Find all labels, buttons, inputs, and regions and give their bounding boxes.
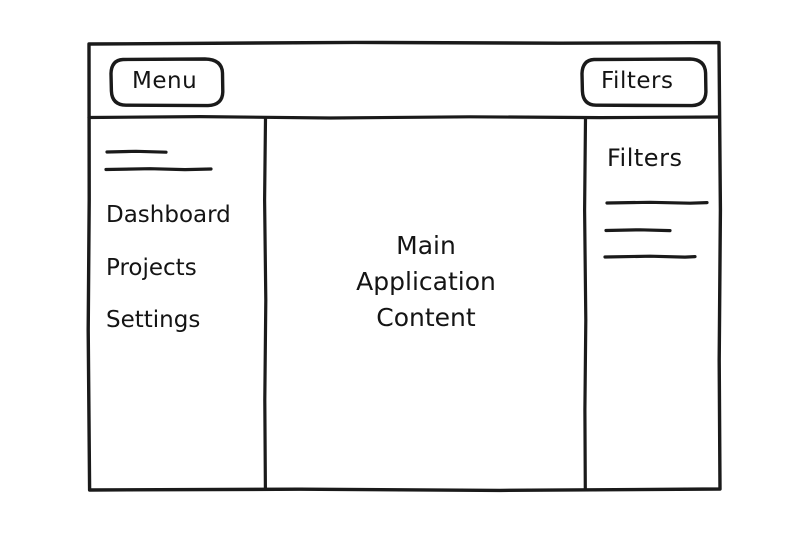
filter-rule-3	[603, 254, 697, 259]
main-content-line-1: Main	[396, 231, 456, 260]
window-frame-outline	[86, 40, 723, 493]
sidebar-item-projects[interactable]: Projects	[106, 251, 210, 285]
filters-panel-divider	[583, 116, 588, 491]
menu-button-label: Menu	[132, 68, 198, 94]
filter-rule-1	[605, 200, 709, 205]
main-content-line-2: Application	[356, 267, 496, 296]
sidebar-rule-1	[105, 149, 168, 154]
filters-button-label: Filters	[601, 68, 674, 94]
sidebar-rule-2	[104, 167, 213, 172]
sidebar-rule-2-hit[interactable]	[104, 162, 214, 178]
menu-button-outline	[109, 57, 225, 108]
filter-rule-3-hit[interactable]	[602, 249, 698, 265]
header-divider	[87, 115, 721, 120]
sidebar-item-dashboard[interactable]: Dashboard	[106, 198, 238, 232]
sidebar-rule-1-hit[interactable]	[104, 144, 170, 160]
filter-rule-2	[604, 228, 672, 233]
sidebar-item-label: Projects	[106, 255, 197, 281]
sidebar-divider	[263, 116, 268, 491]
sidebar-item-label: Settings	[106, 307, 201, 333]
filter-rule-1-hit[interactable]	[604, 195, 710, 211]
main-content-line-3: Content	[376, 303, 476, 332]
filters-button-outline	[580, 57, 708, 108]
filter-rule-2-hit[interactable]	[604, 222, 674, 238]
sidebar-item-label: Dashboard	[106, 202, 231, 228]
main-content-placeholder: Main Application Content	[270, 228, 582, 336]
sidebar-item-settings[interactable]: Settings	[106, 303, 214, 337]
filters-panel-heading: Filters	[607, 144, 683, 172]
